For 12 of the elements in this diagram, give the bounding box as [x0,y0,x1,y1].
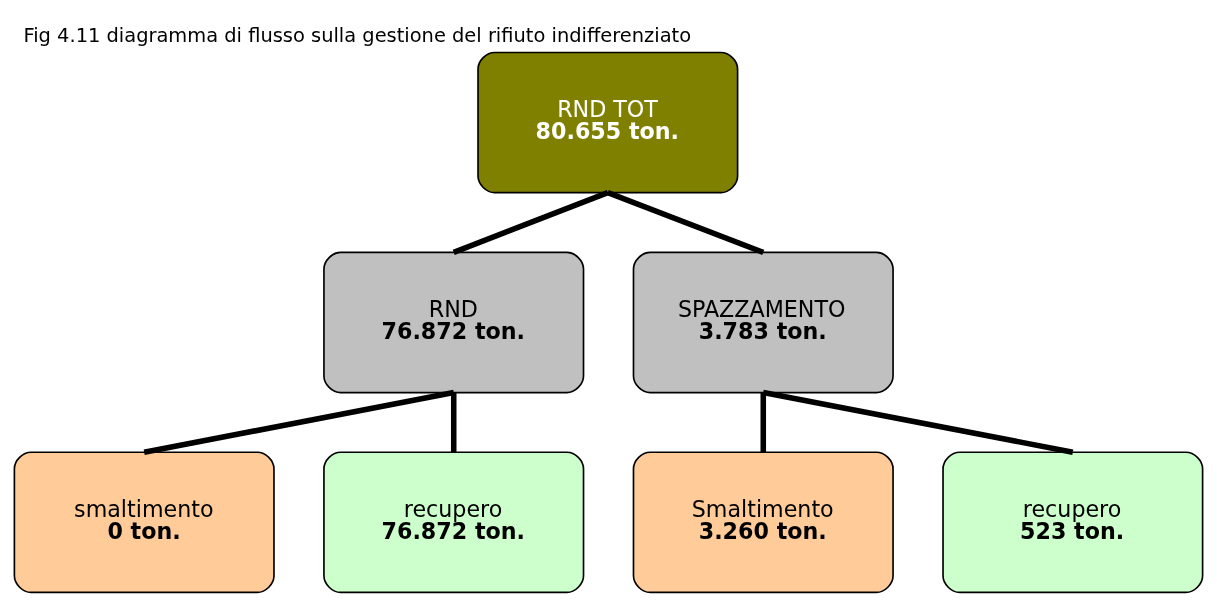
connector [452,189,609,255]
node-box: recupero 76.872 ton. [323,450,585,593]
connector [606,189,765,255]
node-box: recupero 523 ton. [942,450,1204,593]
node-box: RND TOT 80.655 ton. [477,51,739,193]
diagram-title: Fig 4.11 diagramma di flusso sulla gestione del rifiuto indifferenziato [23,23,692,47]
connector [760,392,767,452]
connector [450,392,457,452]
node-box: smaltimento 0 ton. [13,450,275,593]
node-box: RND 76.872 ton. [323,251,585,393]
node-box: SPAZZAMENTO 3.783 ton. [632,251,894,393]
node-box: Smaltimento 3.260 ton. [632,450,894,593]
